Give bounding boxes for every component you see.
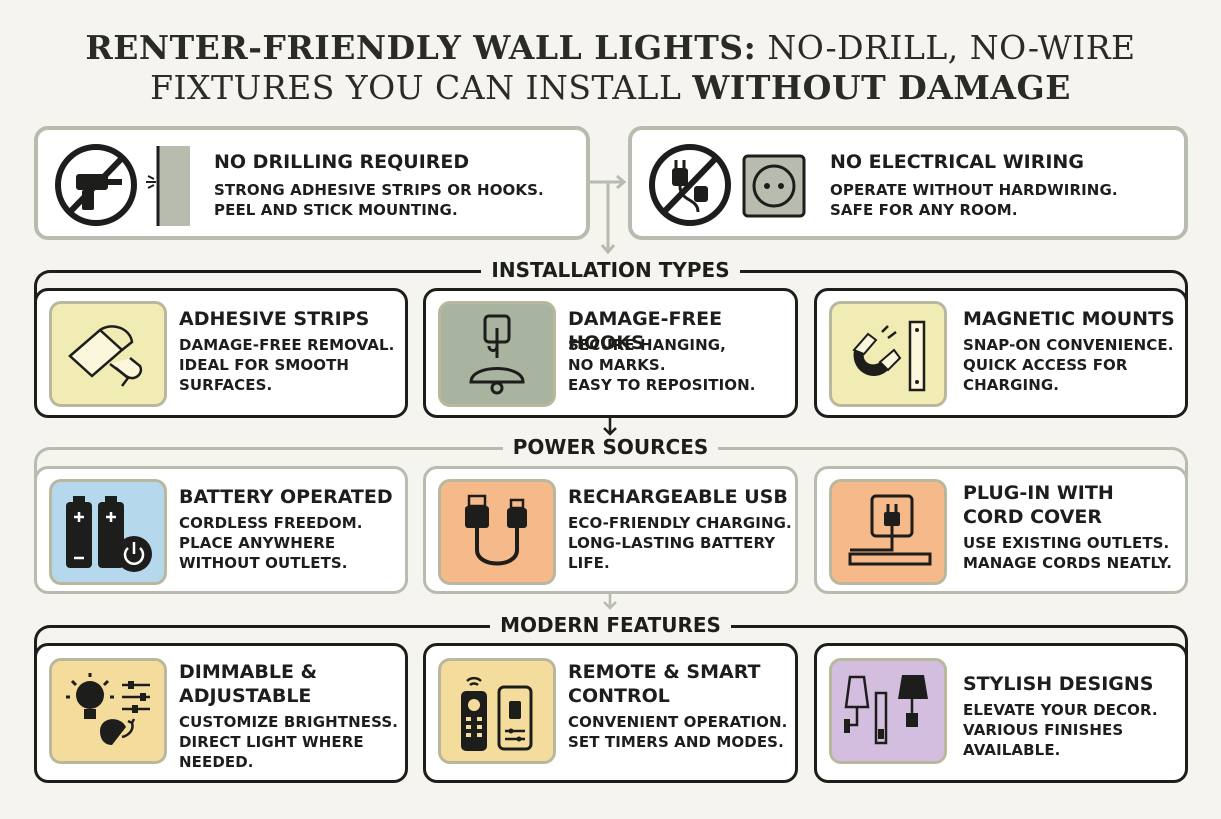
icon-tile (438, 479, 556, 585)
card-heading: MAGNETIC MOUNTS (963, 308, 1175, 330)
card-description: CORDLESS FREEDOM. PLACE ANYWHERE WITHOUT… (179, 514, 363, 572)
hook-lamp-icon (469, 314, 525, 395)
card-description: ELEVATE YOUR DECOR. VARIOUS FINISHES AVA… (963, 701, 1158, 759)
magnetic-mounts-card: MAGNETIC MOUNTS SNAP-ON CONVENIENCE. QUI… (814, 288, 1188, 418)
section-label-installation: INSTALLATION TYPES (0, 258, 1221, 282)
title-line-1: RENTER-FRIENDLY WALL LIGHTS: NO-DRILL, N… (0, 28, 1221, 68)
section-label-features: MODERN FEATURES (0, 613, 1221, 637)
icon-tile (829, 301, 947, 407)
remote-phone-icon (461, 676, 533, 751)
usb-cable-icon (465, 494, 527, 566)
no-drill-icon (55, 144, 137, 226)
card-heading: PLUG-IN WITH CORD COVER (963, 482, 1114, 528)
title-line-1-light: NO-DRILL, NO-WIRE (767, 28, 1136, 67)
card-description: OPERATE WITHOUT HARDWIRING. SAFE FOR ANY… (830, 181, 1118, 219)
magnet-icon (852, 320, 926, 392)
card-heading: ADHESIVE STRIPS (179, 308, 370, 330)
card-heading: DIMMABLE & ADJUSTABLE (179, 661, 318, 707)
no-drilling-card: NO DRILLING REQUIRED STRONG ADHESIVE STR… (34, 126, 590, 240)
title-line-2-bold: WITHOUT DAMAGE (692, 68, 1071, 107)
icon-tile (49, 658, 167, 764)
card-heading: REMOTE & SMART CONTROL (568, 661, 761, 707)
no-wiring-icon (649, 144, 731, 226)
card-description: SNAP-ON CONVENIENCE. QUICK ACCESS FOR CH… (963, 336, 1174, 394)
damage-free-hooks-card: DAMAGE-FREE HOOKS SECURE HANGING, NO MAR… (423, 288, 798, 418)
section-label-power: POWER SOURCES (0, 435, 1221, 459)
icon-tile (438, 658, 556, 764)
page-title: RENTER-FRIENDLY WALL LIGHTS: NO-DRILL, N… (0, 28, 1221, 108)
icon-tile (49, 479, 167, 585)
icon-tile (829, 658, 947, 764)
sconce-icon (844, 675, 928, 745)
card-description: USE EXISTING OUTLETS. MANAGE CORDS NEATL… (963, 534, 1173, 572)
card-description: CUSTOMIZE BRIGHTNESS. DIRECT LIGHT WHERE… (179, 713, 399, 771)
card-heading: BATTERY OPERATED (179, 486, 393, 508)
wall-panel-icon (146, 146, 190, 226)
plug-in-card: PLUG-IN WITH CORD COVER USE EXISTING OUT… (814, 466, 1188, 594)
no-wiring-card: NO ELECTRICAL WIRING OPERATE WITHOUT HAR… (628, 126, 1188, 240)
battery-icon (66, 496, 152, 572)
stylish-designs-card: STYLISH DESIGNS ELEVATE YOUR DECOR. VARI… (814, 643, 1188, 783)
card-description: SECURE HANGING, NO MARKS. EASY TO REPOSI… (568, 336, 756, 394)
card-heading: NO ELECTRICAL WIRING (830, 151, 1084, 173)
plug-cord-icon (848, 494, 932, 566)
card-description: STRONG ADHESIVE STRIPS OR HOOKS. PEEL AN… (214, 181, 544, 219)
icon-tile (438, 301, 556, 407)
card-heading: STYLISH DESIGNS (963, 673, 1154, 695)
title-line-2-light: FIXTURES YOU CAN INSTALL (150, 68, 682, 107)
connector-arrow-icon (603, 594, 617, 610)
card-description: DAMAGE-FREE REMOVAL. IDEAL FOR SMOOTH SU… (179, 336, 395, 394)
outlet-icon (742, 154, 806, 218)
dimmer-bulb-icon (66, 673, 150, 745)
card-heading: DAMAGE-FREE HOOKS (568, 308, 723, 354)
icon-tile (49, 301, 167, 407)
rechargeable-usb-card: RECHARGEABLE USB ECO-FRIENDLY CHARGING. … (423, 466, 798, 594)
adhesive-strip-icon (68, 325, 143, 387)
dimmable-card: DIMMABLE & ADJUSTABLE CUSTOMIZE BRIGHTNE… (34, 643, 408, 783)
card-heading: RECHARGEABLE USB (568, 486, 788, 508)
connector-arrow-icon (590, 174, 627, 255)
title-line-2: FIXTURES YOU CAN INSTALL WITHOUT DAMAGE (0, 68, 1221, 108)
card-heading: NO DRILLING REQUIRED (214, 151, 470, 173)
icon-tile (829, 479, 947, 585)
remote-smart-control-card: REMOTE & SMART CONTROL CONVENIENT OPERAT… (423, 643, 798, 783)
title-line-1-bold: RENTER-FRIENDLY WALL LIGHTS: (85, 28, 757, 67)
adhesive-strips-card: ADHESIVE STRIPS DAMAGE-FREE REMOVAL. IDE… (34, 288, 408, 418)
connector-arrow-icon (603, 418, 617, 436)
battery-operated-card: BATTERY OPERATED CORDLESS FREEDOM. PLACE… (34, 466, 408, 594)
card-description: ECO-FRIENDLY CHARGING. LONG-LASTING BATT… (568, 514, 792, 572)
card-description: CONVENIENT OPERATION. SET TIMERS AND MOD… (568, 713, 788, 751)
